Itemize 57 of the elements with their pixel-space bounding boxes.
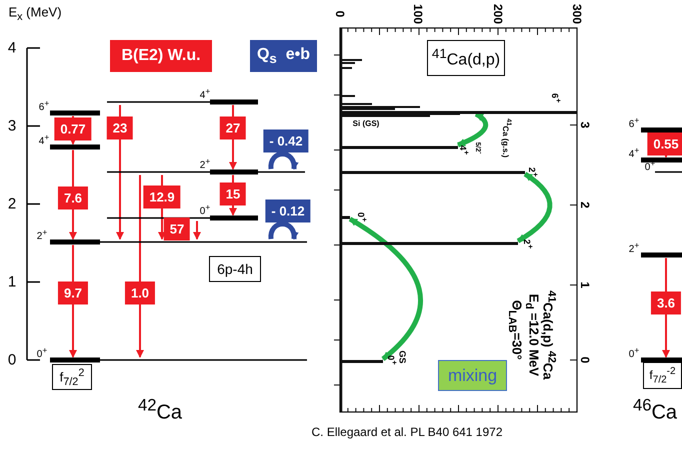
curved-arrow <box>348 216 423 361</box>
spin-label: 6$^{+}$ <box>38 98 50 114</box>
curved-arrow <box>516 172 552 244</box>
text-box <box>438 360 507 391</box>
text-box <box>427 40 505 76</box>
tick-label: 1 <box>579 282 591 288</box>
peak-label: Si (GS) <box>352 120 380 128</box>
curved-arrow <box>268 222 298 240</box>
box-text: 6p-4h <box>217 261 253 277</box>
spin-label: 4$^{+}$ <box>200 86 210 102</box>
spin-label: 4$^{+}$ <box>38 132 50 148</box>
tick-label: 4 <box>8 40 16 56</box>
tick-label: 0 <box>579 356 591 364</box>
edge-label: 1.0 <box>124 282 156 304</box>
tick-label: 3 <box>579 122 591 128</box>
spin-label: 6$^{+}$ <box>628 116 640 130</box>
legend-text: Q$_{s}$ e•b <box>256 46 310 66</box>
spin-label: 0$^{+}$ <box>36 346 48 360</box>
tick-label: 100 <box>412 4 424 24</box>
legend-text: B(E2) W.u. <box>121 47 201 65</box>
box-text: mixing <box>448 366 498 386</box>
edge-label: - 0.12 <box>265 200 311 222</box>
tick-label: 2 <box>579 202 591 208</box>
edge-label: 15 <box>220 182 246 206</box>
edge-label: 7.6 <box>58 186 88 210</box>
peak-label: GS <box>398 350 406 364</box>
tick-label: 2 <box>8 196 16 212</box>
text-box <box>643 362 682 389</box>
tick-label: 1 <box>8 274 16 290</box>
transition-arrow <box>193 221 201 240</box>
spin-label: 0$^{+}$ <box>628 346 640 360</box>
spin-label: 2$^{+}$ <box>628 240 640 256</box>
edge-label: 27 <box>220 116 246 140</box>
citation-text: C. Ellegaard et al. PL B40 641 1972 <box>311 426 503 438</box>
text-box <box>52 364 92 390</box>
tick-label: 3 <box>8 118 16 134</box>
tick-label: 0 <box>334 10 346 18</box>
spin-label: 0$^{+}$ <box>200 202 210 218</box>
edge-label: 3.6 <box>650 292 682 314</box>
transition-arrow <box>136 175 144 358</box>
edge-label: - 0.42 <box>263 130 309 152</box>
spin-label: 2$^{+}$ <box>200 156 210 172</box>
edge-label: 12.9 <box>143 186 181 208</box>
box-text: $^{41}$Ca(d,p) <box>432 46 500 70</box>
curved-arrow <box>268 152 298 170</box>
tick-label: 200 <box>492 4 504 24</box>
text-box <box>209 256 261 282</box>
axis-title: E$_{x}$ (MeV) <box>8 5 62 23</box>
edge-label: 23 <box>106 116 134 140</box>
spin-label: 2$^{+}$ <box>36 228 48 242</box>
edge-label: 57 <box>164 218 190 240</box>
curved-arrow <box>457 112 488 148</box>
edge-label: 9.7 <box>58 282 88 304</box>
tick-label: 300 <box>571 4 583 24</box>
tick-label: 0 <box>8 352 16 368</box>
spin-label: 4$^{+}$ <box>628 146 640 160</box>
edge-label: 0.55 <box>647 132 682 156</box>
